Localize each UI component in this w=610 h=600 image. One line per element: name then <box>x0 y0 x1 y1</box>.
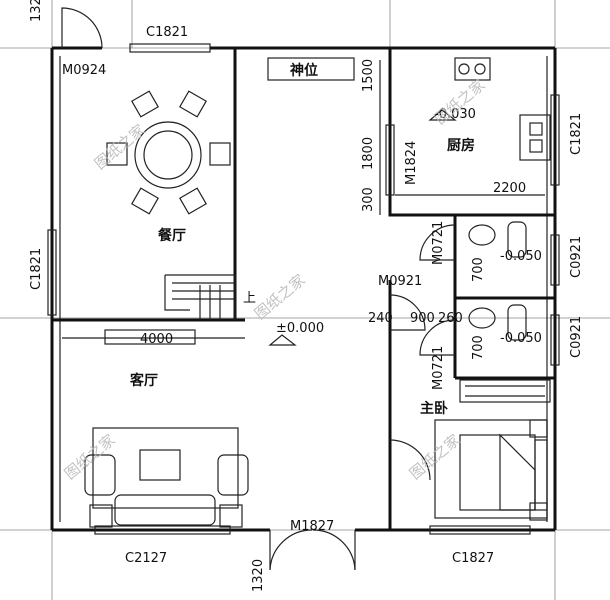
interior-walls <box>52 48 555 530</box>
dim-2200: 2200 <box>493 181 526 196</box>
watermark: 图纸之家 <box>61 431 119 483</box>
dim-4000: 4000 <box>140 332 173 347</box>
master-bedroom-label: 主卧 <box>420 400 448 417</box>
exterior-walls <box>50 46 557 532</box>
dim-240: 240 <box>368 311 393 326</box>
kitchen-label: 厨房 <box>447 137 475 154</box>
window-c1821-left-label: C1821 <box>29 248 44 290</box>
wardrobe <box>459 379 551 403</box>
shrine-label: 神位 <box>290 62 318 79</box>
bath-level-b: -0.050 <box>500 331 542 346</box>
dining-table <box>106 90 231 215</box>
door-m0721-b-label: M0721 <box>431 346 446 390</box>
door-m0924-label: M0924 <box>62 63 106 78</box>
bed <box>434 419 548 521</box>
tv-cabinet <box>104 329 196 345</box>
dim-300: 300 <box>361 187 376 212</box>
dimension-lines <box>62 60 545 339</box>
dim-260: 260 <box>438 311 463 326</box>
kitchen-fixtures <box>454 57 551 161</box>
bath-level-a: -0.050 <box>500 249 542 264</box>
window-c0921-b-label: C0921 <box>569 316 584 358</box>
bathroom-fixtures <box>468 221 527 341</box>
staircase <box>164 274 236 320</box>
window-c2127-label: C2127 <box>125 551 167 566</box>
windows <box>47 43 560 535</box>
door-m0921-label: M0921 <box>378 274 422 289</box>
doors <box>61 7 456 571</box>
watermark: 图纸之家 <box>251 271 309 323</box>
window-c0921-a-label: C0921 <box>569 236 584 278</box>
window-c1827-label: C1827 <box>452 551 494 566</box>
main-level: ±0.000 <box>276 321 324 336</box>
shrine-table <box>267 57 355 81</box>
window-m1824-label: M1824 <box>404 141 419 185</box>
window-c1821-right-label: C1821 <box>569 113 584 155</box>
door-m0721-a-label: M0721 <box>431 221 446 265</box>
dim-900: 900 <box>410 311 435 326</box>
dining-label: 餐厅 <box>157 227 186 244</box>
level-markers <box>268 109 457 346</box>
dim-1500: 1500 <box>361 59 376 92</box>
window-c1821-top-label: C1821 <box>146 25 188 40</box>
living-label: 客厅 <box>129 372 158 389</box>
dim-1320-top: 1320 <box>29 0 44 22</box>
stair-up-label: 上 <box>243 291 256 306</box>
dim-700-a: 700 <box>471 257 486 282</box>
dim-1320-bottom: 1320 <box>251 559 266 592</box>
sofa-set <box>84 427 249 528</box>
door-m1827-label: M1827 <box>290 519 334 534</box>
dim-1800: 1800 <box>361 137 376 170</box>
kitchen-level: -0.030 <box>434 107 476 122</box>
dim-700-b: 700 <box>471 335 486 360</box>
